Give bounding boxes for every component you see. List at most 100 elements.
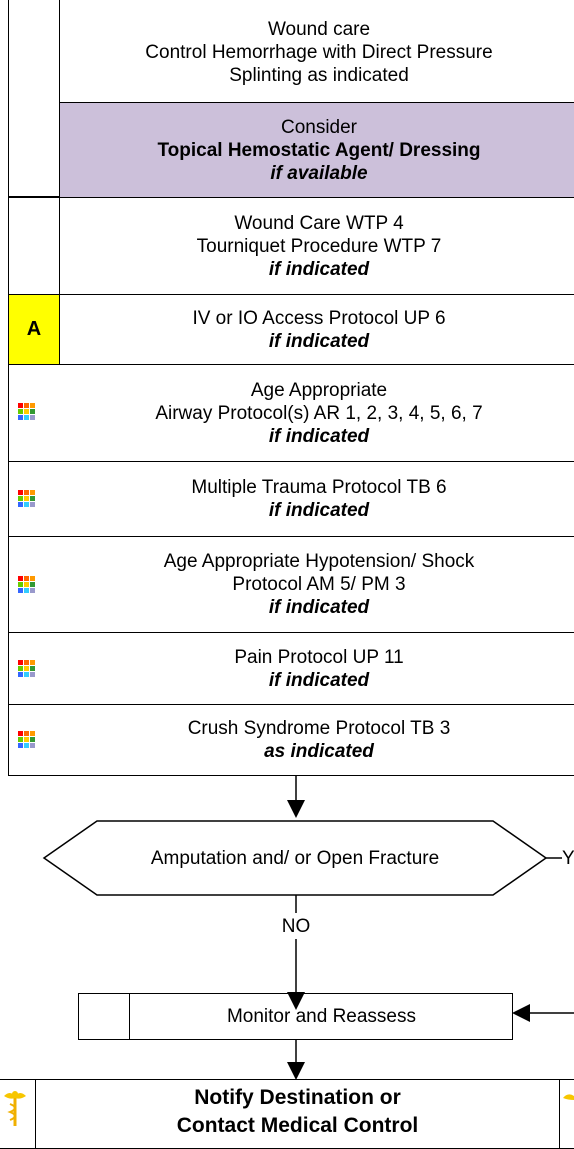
wound-care-line-3: Splinting as indicated <box>229 64 409 86</box>
icon-cell <box>30 409 35 414</box>
icon-cell <box>30 666 35 671</box>
icon-cell <box>30 582 35 587</box>
icon-cell <box>18 496 23 501</box>
caduceus-icon <box>563 1094 574 1100</box>
icon-cell <box>18 409 23 414</box>
icon-cell <box>18 672 23 677</box>
icon-cell <box>30 490 35 495</box>
crush-line-2: as indicated <box>264 741 374 762</box>
icon-cell <box>18 582 23 587</box>
wound-tourniquet-text: Wound Care WTP 4 Tourniquet Procedure WT… <box>59 198 574 294</box>
multiple-trauma-text: Multiple Trauma Protocol TB 6 if indicat… <box>59 462 574 536</box>
consider-text: Consider Topical Hemostatic Agent/ Dress… <box>59 104 574 196</box>
icon-cell <box>24 737 29 742</box>
protocol-grid-icon <box>18 731 35 748</box>
notify-line-1: Notify Destination or <box>194 1086 401 1109</box>
wound-tourniquet-line-2: Tourniquet Procedure WTP 7 <box>196 235 442 257</box>
consider-box <box>59 102 574 198</box>
icon-cell <box>18 660 23 665</box>
icon-cell <box>30 731 35 736</box>
icon-cell <box>18 403 23 408</box>
icon-cell <box>30 403 35 408</box>
hypotension-line-1: Age Appropriate Hypotension/ Shock <box>163 551 475 572</box>
crush-text: Crush Syndrome Protocol TB 3 as indicate… <box>59 705 574 775</box>
arrow-head <box>287 992 305 1010</box>
iv-access-text: IV or IO Access Protocol UP 6 if indicat… <box>59 295 574 364</box>
wound-care-line-2: Control Hemorrhage with Direct Pressure <box>145 41 493 63</box>
airway-line-2: Airway Protocol(s) AR 1, 2, 3, 4, 5, 6, … <box>155 402 483 424</box>
wound-tourniquet-gutter <box>8 197 60 295</box>
monitor-left-cell <box>78 993 130 1040</box>
multiple-trauma-line-1: Multiple Trauma Protocol TB 6 <box>191 477 447 498</box>
icon-cell <box>18 731 23 736</box>
airway-line-1: Age Appropriate <box>250 379 388 401</box>
icon-cell <box>24 660 29 665</box>
icon-cell <box>30 496 35 501</box>
wound-tourniquet-line-1: Wound Care WTP 4 <box>234 212 404 234</box>
pain-line-2: if indicated <box>268 669 370 691</box>
crush-box <box>8 704 574 776</box>
protocol-grid-icon <box>18 490 35 507</box>
icon-cell <box>24 502 29 507</box>
wound-tourniquet-line-3: if indicated <box>268 258 370 280</box>
icon-cell <box>30 672 35 677</box>
hypotension-line-3: if indicated <box>268 597 370 618</box>
icon-cell <box>24 409 29 414</box>
monitor-label: Monitor and Reassess <box>226 1006 417 1027</box>
hypotension-line-2: Protocol AM 5/ PM 3 <box>232 574 406 595</box>
airway-text: Age Appropriate Airway Protocol(s) AR 1,… <box>59 365 574 461</box>
icon-cell <box>24 666 29 671</box>
icon-cell <box>24 415 29 420</box>
icon-cell <box>18 576 23 581</box>
protocol-grid-icon <box>18 660 35 677</box>
pain-line-1: Pain Protocol UP 11 <box>234 646 404 668</box>
iv-access-line-1: IV or IO Access Protocol UP 6 <box>192 307 446 329</box>
icon-cell <box>30 743 35 748</box>
decision-no-label: NO <box>266 913 326 939</box>
multiple-trauma-line-2: if indicated <box>268 500 370 521</box>
icon-cell <box>30 660 35 665</box>
airway-line-3: if indicated <box>268 425 370 447</box>
crush-line-1: Crush Syndrome Protocol TB 3 <box>187 718 451 739</box>
icon-cell <box>24 403 29 408</box>
icon-cell <box>18 490 23 495</box>
protocol-grid-icon <box>18 403 35 420</box>
decision-yes-label: Y <box>562 847 574 869</box>
left-gutter-top <box>8 0 60 197</box>
notify-line-2: Contact Medical Control <box>176 1114 419 1137</box>
icon-cell <box>24 576 29 581</box>
icon-cell <box>18 666 23 671</box>
arrow-head <box>512 1004 530 1022</box>
consider-line-3: if available <box>270 162 368 184</box>
wound-care-text: Wound care Control Hemorrhage with Direc… <box>59 2 574 102</box>
caduceus-icon <box>4 1091 26 1126</box>
icon-cell <box>18 502 23 507</box>
advanced-level-badge: A <box>8 294 60 365</box>
icon-cell <box>30 502 35 507</box>
icon-cell <box>18 588 23 593</box>
icon-cell <box>24 496 29 501</box>
notify-text: Notify Destination or Contact Medical Co… <box>36 1082 559 1142</box>
icon-cell <box>18 737 23 742</box>
iv-access-line-2: if indicated <box>268 330 370 352</box>
icon-cell <box>24 743 29 748</box>
icon-cell <box>24 672 29 677</box>
icon-cell <box>30 415 35 420</box>
protocol-grid-icon <box>18 576 35 593</box>
icon-cell <box>24 582 29 587</box>
icon-cell <box>30 576 35 581</box>
icon-cell <box>18 415 23 420</box>
consider-line-1: Consider <box>280 116 358 138</box>
icon-cell <box>30 588 35 593</box>
icon-cell <box>24 731 29 736</box>
wound-care-line-1: Wound care <box>267 18 371 40</box>
consider-line-2: Topical Hemostatic Agent/ Dressing <box>157 139 481 161</box>
arrow-head <box>287 1062 305 1080</box>
arrow-head <box>287 800 305 818</box>
icon-cell <box>24 490 29 495</box>
icon-cell <box>24 588 29 593</box>
icon-cell <box>30 737 35 742</box>
pain-text: Pain Protocol UP 11 if indicated <box>59 633 574 704</box>
hypotension-text: Age Appropriate Hypotension/ Shock Proto… <box>59 537 574 632</box>
